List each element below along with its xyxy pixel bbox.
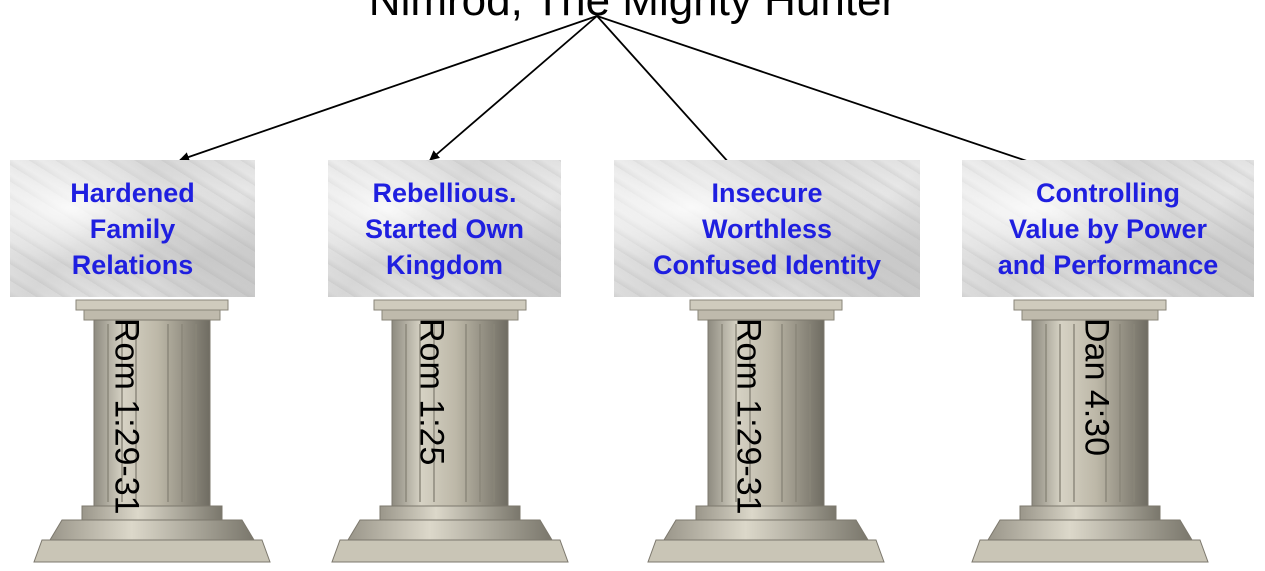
column-label-line: Started Own (364, 213, 525, 244)
column-label-line: and Performance (997, 249, 1219, 280)
arrow-to-column-3 (596, 15, 749, 185)
column-label-line: Controlling (1036, 177, 1180, 208)
column-label-line: Confused Identity (653, 249, 881, 280)
verse-reference-text: Rom 1:25 (412, 318, 451, 466)
pillar-2 (330, 296, 570, 571)
verse-reference-text: Rom 1:29-31 (729, 318, 768, 515)
verse-reference-text: Dan 4:30 (1077, 318, 1116, 456)
column-label-line: Value by Power (1008, 213, 1208, 244)
pillar-4 (970, 296, 1210, 571)
arrow-to-column-4 (596, 15, 1093, 185)
pillar-1 (32, 296, 272, 571)
pillar-3 (646, 296, 886, 571)
column-label-line: Kingdom (386, 249, 503, 280)
column-label-line: Hardened (70, 177, 195, 208)
arrow-to-column-2 (429, 15, 598, 161)
verse-reference-text: Rom 1:29-31 (107, 318, 146, 515)
column-label-line: Rebellious. (372, 177, 517, 208)
verse-reference: Rom 1:25 (411, 318, 451, 553)
column-label-line: Insecure (711, 177, 823, 208)
column-label-line: Family (89, 213, 176, 244)
column-label-line: Relations (71, 249, 194, 280)
arrow-to-column-1 (179, 15, 598, 162)
verse-reference: Dan 4:30 (1076, 318, 1116, 553)
column-label-line: Worthless (701, 213, 833, 244)
verse-reference: Rom 1:29-31 (106, 318, 146, 553)
diagram-title: Nimrod, The Mighty Hunter (368, 0, 897, 25)
verse-reference: Rom 1:29-31 (728, 318, 768, 553)
